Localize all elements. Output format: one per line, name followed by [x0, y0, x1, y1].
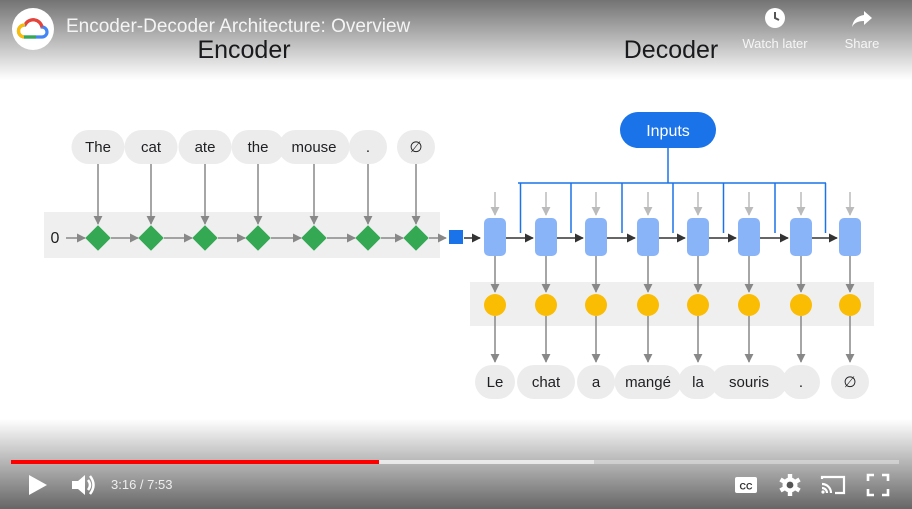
- decoder-cell: [484, 218, 506, 256]
- encoder-heading: Encoder: [197, 36, 290, 64]
- cast-icon: [820, 475, 846, 495]
- output-node: [585, 294, 607, 316]
- closed-captions-icon: CC: [735, 477, 757, 493]
- inputs-pill: Inputs: [620, 112, 716, 148]
- decoder-token: chat: [517, 365, 575, 399]
- time-display: 3:16 / 7:53: [111, 477, 173, 492]
- svg-text:souris: souris: [729, 374, 769, 391]
- watch-later-label: Watch later: [742, 36, 808, 51]
- share-arrow-icon: [852, 11, 872, 27]
- channel-logo[interactable]: [12, 8, 54, 50]
- decoder-output-band: [470, 282, 874, 326]
- initial-state: 0: [51, 230, 60, 247]
- decoder-token: la: [678, 365, 718, 399]
- svg-text:The: The: [85, 139, 111, 156]
- encoder-token: ate: [178, 130, 232, 164]
- svg-text:cat: cat: [141, 139, 162, 156]
- share-label: Share: [844, 36, 880, 51]
- progress-played: [11, 460, 379, 464]
- cast-button[interactable]: [818, 470, 848, 505]
- output-node: [535, 294, 557, 316]
- google-cloud-icon: [16, 18, 49, 39]
- decoder-heading: Decoder: [624, 36, 719, 64]
- decoder-token: a: [577, 365, 615, 399]
- output-node: [790, 294, 812, 316]
- clock-icon: [765, 8, 785, 28]
- captions-button[interactable]: CC: [733, 470, 759, 505]
- svg-text:chat: chat: [532, 374, 561, 391]
- output-node: [839, 294, 861, 316]
- encoder-node: [301, 225, 327, 251]
- decoder-token: ∅: [831, 365, 869, 399]
- watch-later-button[interactable]: Watch later: [735, 6, 815, 51]
- volume-button[interactable]: [68, 470, 98, 505]
- decoder-cell: [687, 218, 709, 256]
- svg-text:Inputs: Inputs: [646, 123, 690, 140]
- svg-text:CC: CC: [740, 482, 753, 492]
- decoder-token: souris: [711, 365, 787, 399]
- svg-text:ate: ate: [195, 139, 216, 156]
- svg-text:the: the: [248, 139, 269, 156]
- diagram-layer: The cat ate the mouse. ∅ Le chat a mangé la souris.…: [66, 130, 869, 399]
- gear-icon: [779, 474, 801, 496]
- svg-text:.: .: [366, 139, 370, 156]
- svg-text:mangé: mangé: [625, 374, 671, 391]
- share-button[interactable]: Share: [822, 6, 902, 51]
- decoder-token: .: [782, 365, 820, 399]
- decoder-token: mangé: [614, 365, 682, 399]
- svg-text:la: la: [692, 374, 704, 391]
- encoder-token: The: [71, 130, 125, 164]
- output-node: [637, 294, 659, 316]
- svg-text:mouse: mouse: [291, 139, 336, 156]
- play-button[interactable]: [24, 470, 52, 505]
- context-vector-node: [449, 230, 463, 244]
- encoder-node: [355, 225, 381, 251]
- fullscreen-icon: [866, 473, 890, 497]
- decoder-cell: [839, 218, 861, 256]
- svg-text:.: .: [799, 374, 803, 391]
- svg-text:∅: ∅: [409, 139, 422, 156]
- svg-text:a: a: [592, 374, 601, 391]
- encoder-token: ∅: [397, 130, 435, 164]
- encoder-token: .: [349, 130, 387, 164]
- fullscreen-button[interactable]: [864, 470, 892, 505]
- output-node: [738, 294, 760, 316]
- decoder-cell: [585, 218, 607, 256]
- svg-text:Le: Le: [487, 374, 504, 391]
- encoder-token: the: [231, 130, 285, 164]
- play-icon: [29, 475, 47, 495]
- decoder-cell: [637, 218, 659, 256]
- output-node: [687, 294, 709, 316]
- settings-button[interactable]: [777, 470, 803, 505]
- encoder-token: cat: [124, 130, 178, 164]
- volume-icon: [72, 475, 95, 495]
- decoder-cell: [535, 218, 557, 256]
- encoder-node: [403, 225, 429, 251]
- output-node: [484, 294, 506, 316]
- video-title[interactable]: Encoder-Decoder Architecture: Overview: [66, 16, 411, 37]
- encoder-token: mouse: [278, 130, 350, 164]
- svg-text:∅: ∅: [843, 374, 856, 391]
- decoder-cell: [790, 218, 812, 256]
- decoder-cell: [738, 218, 760, 256]
- decoder-token: Le: [475, 365, 515, 399]
- progress-bar[interactable]: [11, 460, 899, 464]
